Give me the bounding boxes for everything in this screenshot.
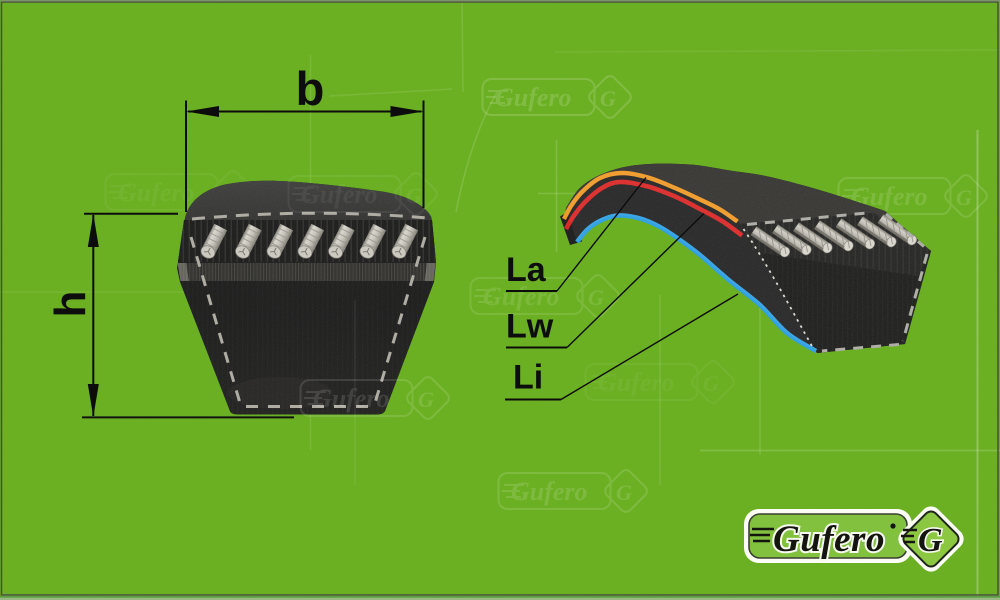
svg-text:Gufero: Gufero xyxy=(773,519,885,560)
svg-text:G: G xyxy=(918,522,943,559)
svg-text:h: h xyxy=(46,291,95,318)
svg-text:Li: Li xyxy=(513,359,543,397)
svg-text:Lw: Lw xyxy=(506,308,554,346)
svg-text:b: b xyxy=(296,62,325,115)
svg-text:La: La xyxy=(506,251,547,289)
